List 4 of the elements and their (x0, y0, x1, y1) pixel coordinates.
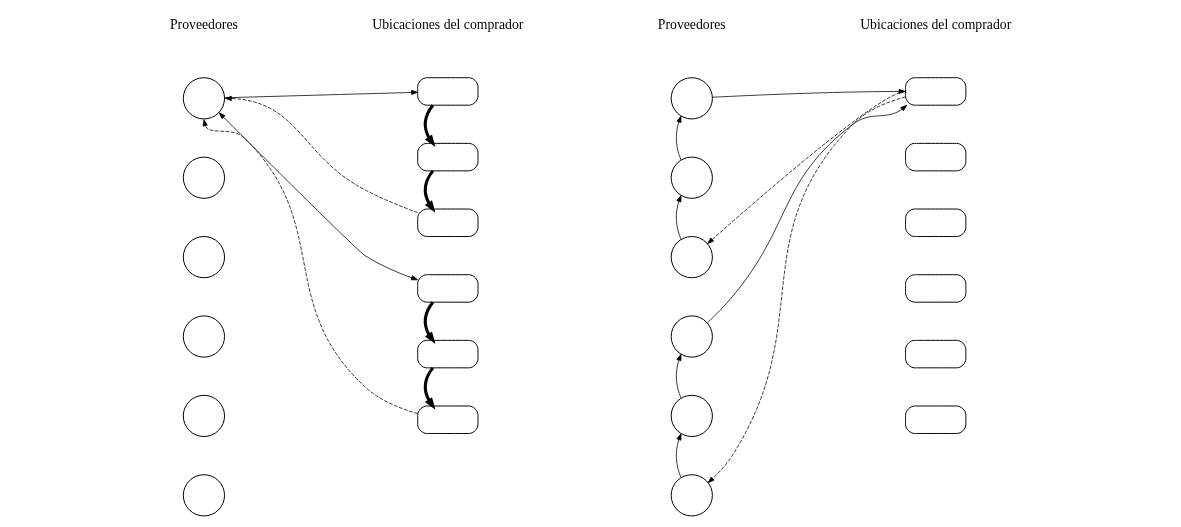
label: Ubicaciones del comprador (371, 16, 523, 32)
label: Proveedores (657, 16, 726, 32)
label: Proveedores (169, 16, 238, 32)
label: Ubicaciones del comprador (859, 16, 1011, 32)
